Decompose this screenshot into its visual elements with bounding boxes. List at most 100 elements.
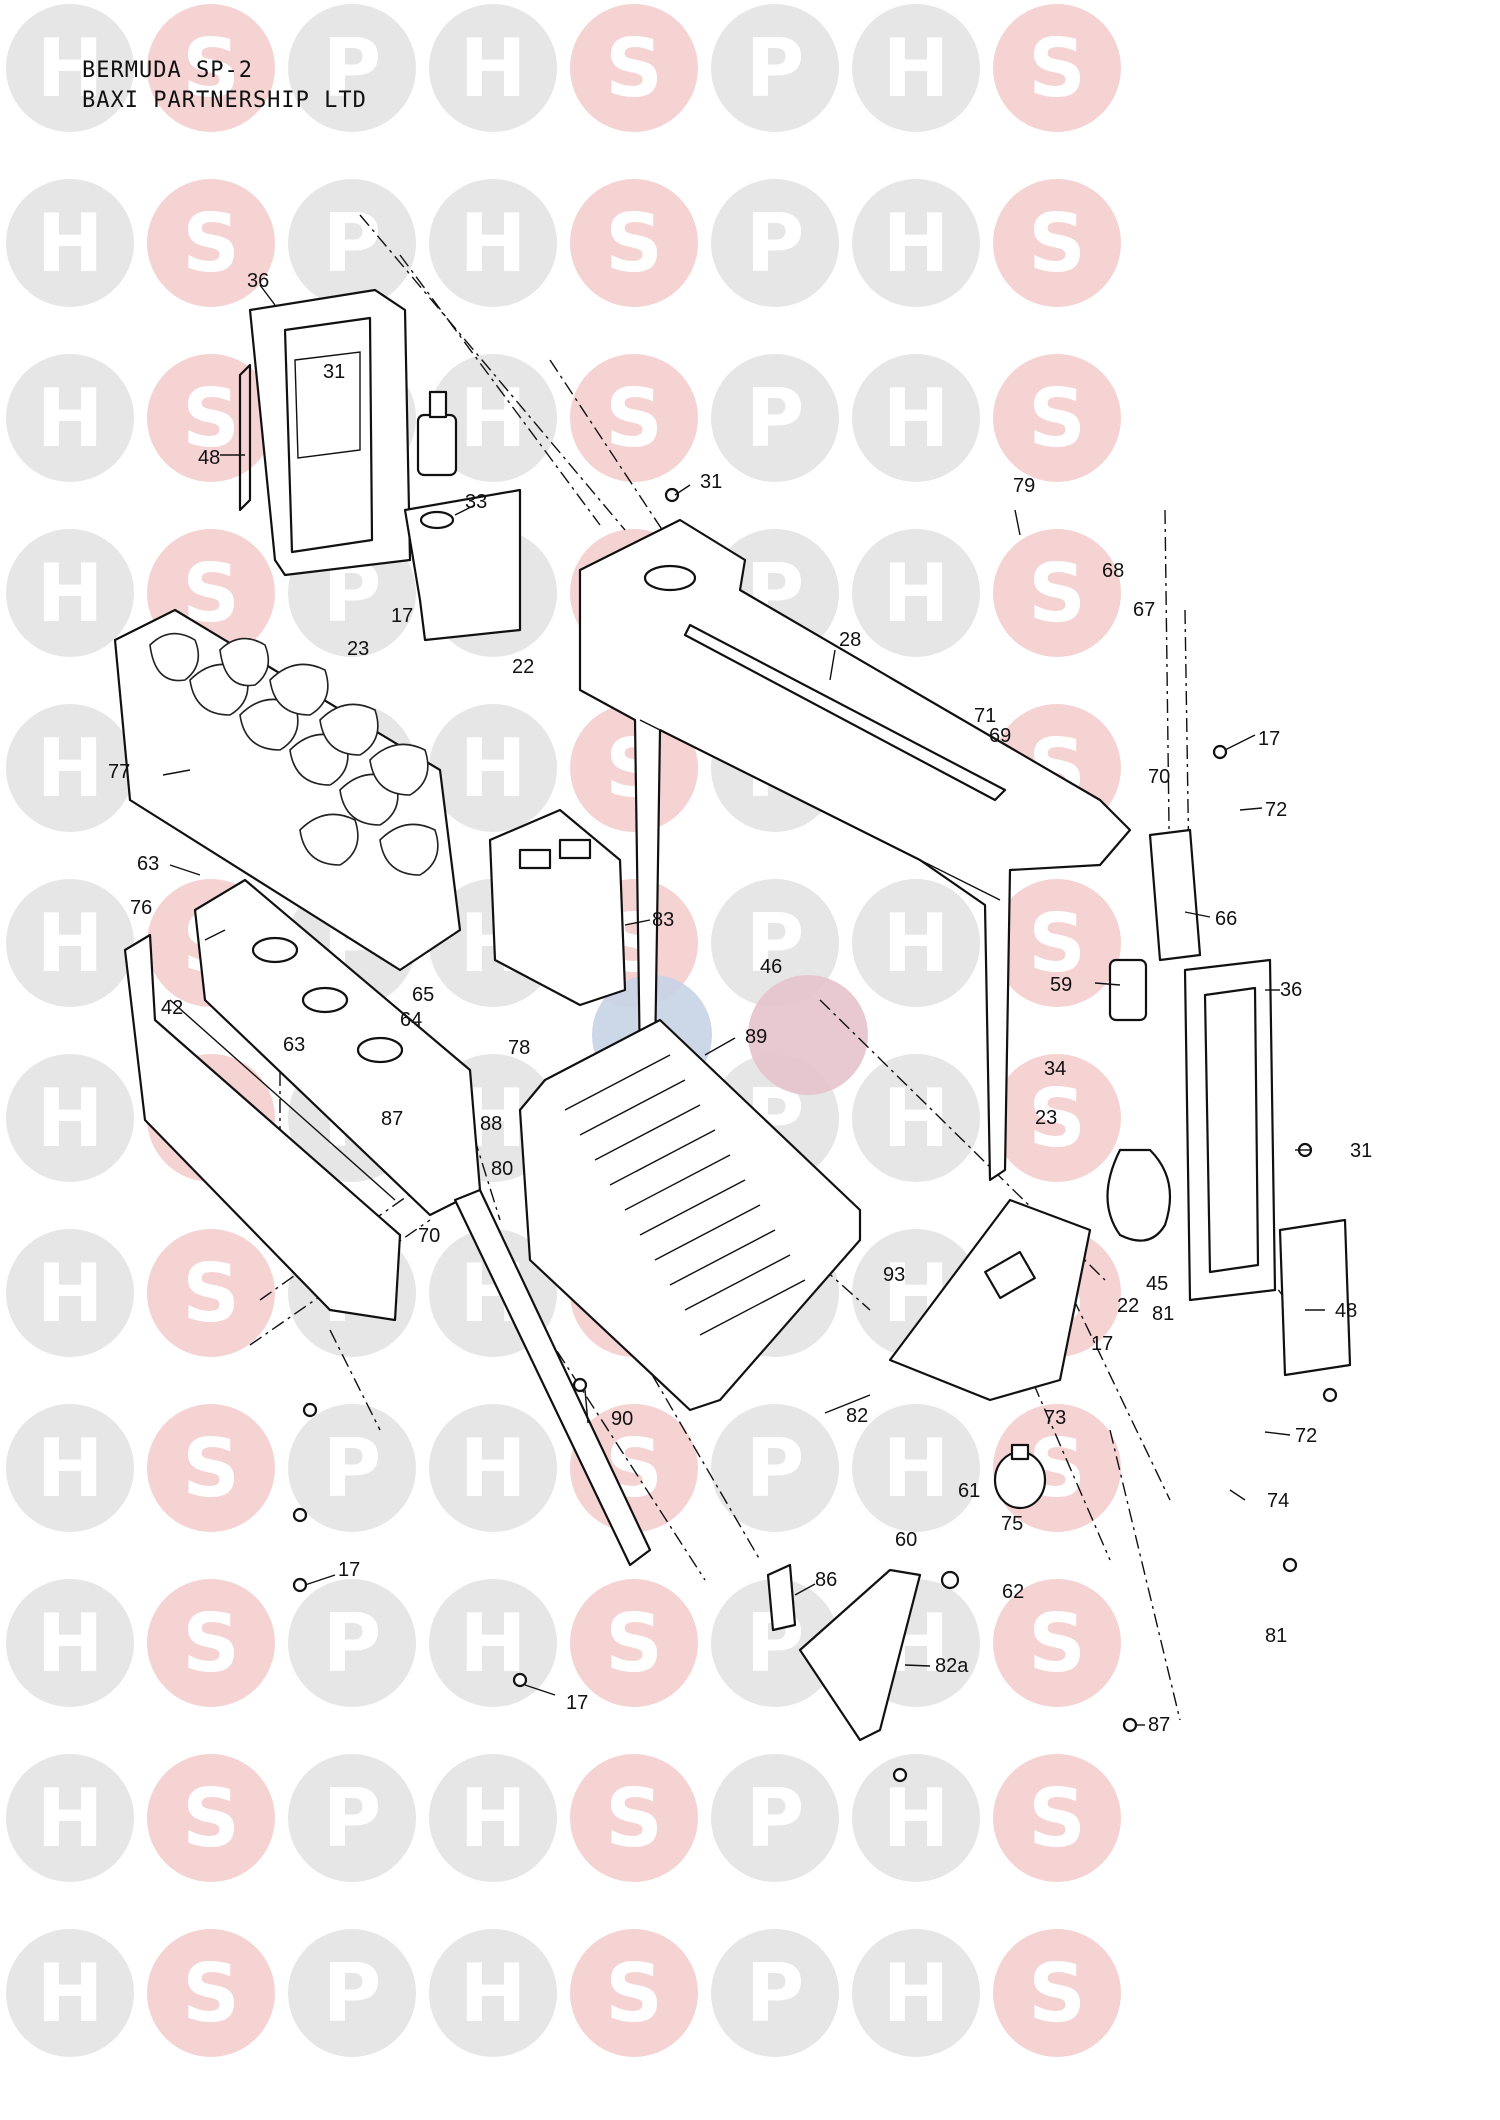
watermark-letter: H <box>37 1947 104 2040</box>
part-label: 93 <box>883 1264 905 1286</box>
watermark-circle <box>6 1579 134 1707</box>
part-label: 48 <box>1335 1300 1357 1322</box>
watermark-letter: S <box>1028 1772 1086 1865</box>
part-label: 34 <box>1044 1058 1066 1080</box>
igniter-unit <box>993 1443 1047 1510</box>
watermark-circle <box>570 704 698 832</box>
watermark-letter: H <box>37 1772 104 1865</box>
part-label: 72 <box>1265 799 1287 821</box>
part-label: 22 <box>1117 1295 1139 1317</box>
watermark-circle <box>570 1754 698 1882</box>
watermark-circle <box>147 1929 275 2057</box>
watermark-letter: S <box>1028 1072 1086 1165</box>
upper-bracket <box>488 808 627 1007</box>
part-label: 90 <box>611 1408 633 1430</box>
part-label: 80 <box>491 1158 513 1180</box>
watermark-circle <box>6 354 134 482</box>
part-label: 48 <box>198 447 220 469</box>
part-label: 67 <box>1133 599 1155 621</box>
part-label: 78 <box>508 1037 530 1059</box>
lower-rail <box>453 1188 652 1567</box>
watermark-circle <box>6 1754 134 1882</box>
watermark-letter: H <box>460 722 527 815</box>
watermark-letter: S <box>605 197 663 290</box>
watermark-letter: H <box>37 1422 104 1515</box>
part-label: 17 <box>1258 728 1280 750</box>
watermark-circle <box>6 1404 134 1532</box>
watermark-letter: H <box>460 22 527 115</box>
part-label: 46 <box>760 956 782 978</box>
watermark-circle <box>993 1579 1121 1707</box>
watermark-circle <box>993 354 1121 482</box>
right-valve-assembly <box>1106 958 1172 1242</box>
watermark-letter: H <box>37 372 104 465</box>
watermark-circle <box>147 354 275 482</box>
watermark-letter: S <box>182 1947 240 2040</box>
watermark-circle <box>288 1404 416 1532</box>
leader-lines <box>162 284 1325 1726</box>
watermark-circle <box>429 1929 557 2057</box>
watermark-letter: S <box>182 22 240 115</box>
watermark-circle <box>429 1754 557 1882</box>
part-label: 83 <box>652 909 674 931</box>
watermark-letter: H <box>883 1072 950 1165</box>
watermark-circle <box>429 704 557 832</box>
part-label: 65 <box>412 984 434 1006</box>
watermark-letter: S <box>605 1772 663 1865</box>
watermark-circle <box>711 879 839 1007</box>
control-bracket <box>403 390 522 642</box>
watermark-letter: H <box>883 22 950 115</box>
watermark-letter: S <box>1028 372 1086 465</box>
part-label: 79 <box>1013 475 1035 497</box>
part-label: 31 <box>1350 1140 1372 1162</box>
watermark-circle <box>6 1929 134 2057</box>
part-label: 64 <box>400 1009 422 1031</box>
watermark-circle <box>852 879 980 1007</box>
watermark-letter: S <box>182 372 240 465</box>
part-label: 88 <box>480 1113 502 1135</box>
watermark-circle <box>147 1229 275 1357</box>
watermark-circle <box>993 4 1121 132</box>
watermark-circle <box>852 529 980 657</box>
watermark-letter: P <box>323 1947 382 2040</box>
part-label: 36 <box>247 270 269 292</box>
watermark-circle <box>570 354 698 482</box>
part-label: 31 <box>323 361 345 383</box>
watermark-letter: S <box>182 197 240 290</box>
watermark-letter: P <box>746 1947 805 2040</box>
watermark-letter: S <box>182 1772 240 1865</box>
part-label: 68 <box>1102 560 1124 582</box>
watermark-circle <box>288 1579 416 1707</box>
watermark-circle <box>993 1054 1121 1182</box>
bracket-86 <box>766 1563 797 1632</box>
watermark-circle <box>852 1754 980 1882</box>
part-label: 72 <box>1295 1425 1317 1447</box>
watermark-circle <box>852 1404 980 1532</box>
part-number-labels: 36 31 48 33 31 79 68 67 17 23 22 28 71 6… <box>108 270 1372 1736</box>
watermark-circle <box>993 179 1121 307</box>
diagram-model-title: BERMUDA SP-2 <box>82 58 253 83</box>
part-label: 28 <box>839 629 861 651</box>
part-label: 60 <box>895 1529 917 1551</box>
part-label: 74 <box>1267 1490 1289 1512</box>
side-panel-right <box>1183 958 1277 1302</box>
part-label: 17 <box>566 1692 588 1714</box>
part-label: 75 <box>1001 1513 1023 1535</box>
watermark-circle <box>288 179 416 307</box>
watermark-circle <box>993 1754 1121 1882</box>
watermark-circle <box>6 1054 134 1182</box>
watermark-circle <box>711 1579 839 1707</box>
part-label: 89 <box>745 1026 767 1048</box>
watermark-letter: P <box>323 1422 382 1515</box>
watermark-letter: P <box>746 372 805 465</box>
watermark-circle <box>570 1579 698 1707</box>
watermark-circle <box>6 529 134 657</box>
watermark-circle <box>993 1929 1121 2057</box>
watermark-letter: H <box>37 1072 104 1165</box>
side-panel-left <box>238 288 412 577</box>
part-label: 71 <box>974 705 996 727</box>
part-label: 70 <box>1148 766 1170 788</box>
watermark-circle <box>852 1054 980 1182</box>
watermark-circle <box>6 704 134 832</box>
part-label: 62 <box>1002 1581 1024 1603</box>
